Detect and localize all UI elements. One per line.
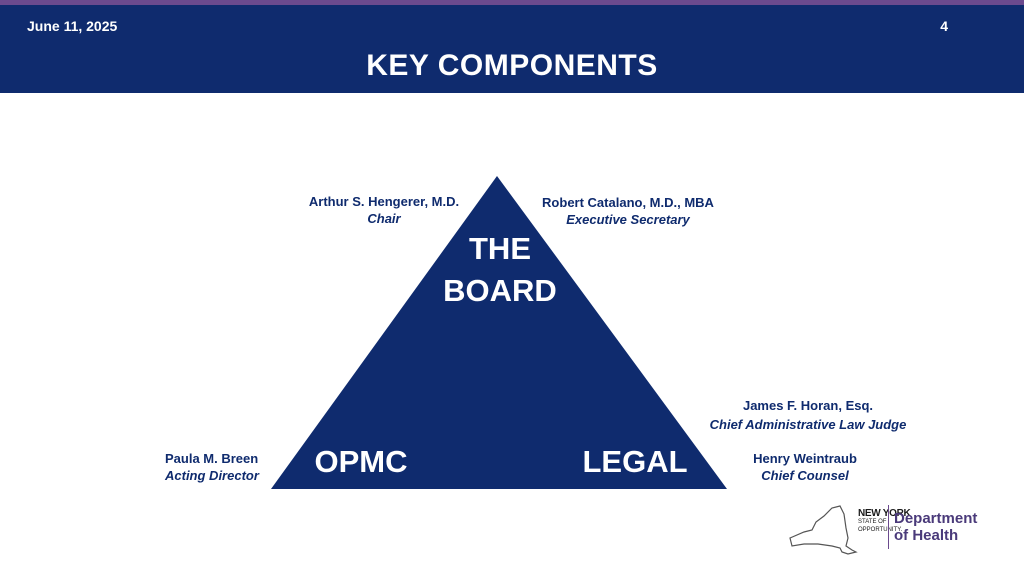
person-executive-secretary: Robert Catalano, M.D., MBA Executive Sec…	[528, 194, 728, 228]
ny-state-outline-icon	[789, 505, 858, 555]
person-chief-counsel: Henry Weintraub Chief Counsel	[724, 450, 886, 484]
slide-date: June 11, 2025	[27, 18, 118, 34]
ny-line2: STATE OF	[858, 519, 887, 525]
dept-line2: of Health	[894, 527, 959, 544]
board-label-line2: BOARD	[443, 273, 557, 308]
person-role: Chief Counsel	[761, 468, 849, 483]
person-acting-director: Paula M. Breen Acting Director	[165, 450, 285, 484]
person-name: Paula M. Breen	[165, 451, 259, 466]
slide-header: June 11, 2025 4 KEY COMPONENTS	[0, 5, 1024, 93]
person-name: Arthur S. Hengerer, M.D.	[308, 194, 460, 209]
person-role: Chief Administrative Law Judge	[709, 417, 907, 432]
ny-line3: OPPORTUNITY.	[858, 527, 903, 533]
ny-line1: NEW YORK	[858, 508, 911, 519]
person-chief-alj: James F. Horan, Esq. Chief Administrativ…	[690, 397, 926, 433]
person-role: Executive Secretary	[566, 212, 690, 227]
board-label: THE BOARD	[420, 228, 580, 312]
nys-doh-logo: NEW YORK STATE OF OPPORTUNITY. Departmen…	[786, 502, 996, 560]
board-label-line1: THE	[469, 231, 531, 266]
page-number: 4	[940, 18, 948, 34]
department-of-health-wordmark: Department of Health	[894, 510, 977, 544]
person-role: Acting Director	[165, 468, 259, 483]
person-role: Chair	[367, 211, 401, 226]
triangle-shape	[271, 176, 727, 489]
top-accent-stripe	[0, 0, 1024, 5]
person-name: Henry Weintraub	[753, 451, 857, 466]
legal-label: LEGAL	[582, 444, 688, 479]
opmc-label: OPMC	[314, 444, 408, 479]
person-name: Robert Catalano, M.D., MBA	[542, 195, 714, 210]
ny-state-wordmark: NEW YORK STATE OF OPPORTUNITY.	[858, 508, 911, 534]
dept-line1: Department	[894, 510, 978, 527]
person-name: James F. Horan, Esq.	[742, 398, 874, 413]
slide-title: KEY COMPONENTS	[366, 49, 658, 82]
person-chair: Arthur S. Hengerer, M.D. Chair	[290, 193, 478, 227]
logo-divider	[888, 505, 889, 549]
